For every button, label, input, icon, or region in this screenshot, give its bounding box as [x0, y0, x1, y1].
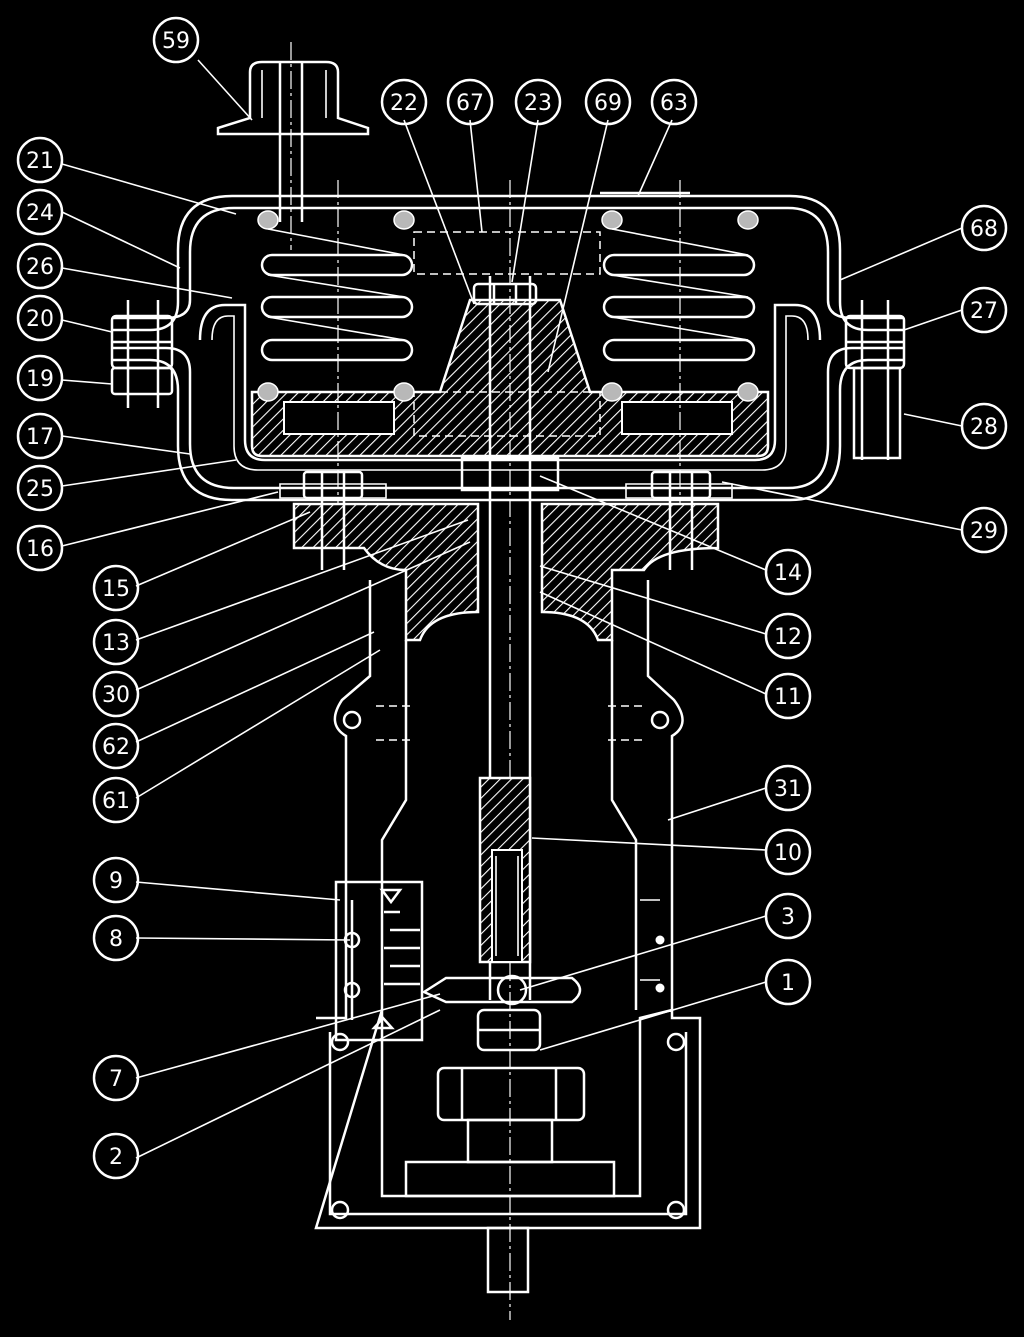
svg-text:67: 67 [456, 91, 484, 116]
balloon-23: 23 [514, 78, 562, 126]
leader-lines [61, 59, 963, 1159]
casing-bolt-left [110, 300, 174, 408]
svg-text:9: 9 [109, 869, 123, 894]
breather-cap [216, 42, 370, 250]
balloon-16: 16 [16, 524, 64, 572]
yoke-cap-screws [279, 470, 733, 570]
balloon-31: 31 [764, 764, 812, 812]
svg-text:1: 1 [781, 971, 795, 996]
spring-right [601, 180, 759, 520]
balloon-28: 28 [960, 402, 1008, 450]
svg-text:62: 62 [102, 735, 130, 760]
balloon-15: 15 [92, 564, 140, 612]
svg-text:21: 21 [26, 149, 54, 174]
svg-text:23: 23 [524, 91, 552, 116]
balloon-30: 30 [92, 670, 140, 718]
balloon-26: 26 [16, 242, 64, 290]
balloon-7: 7 [92, 1054, 140, 1102]
svg-text:11: 11 [774, 685, 802, 710]
balloon-27: 27 [960, 286, 1008, 334]
balloon-14: 14 [764, 548, 812, 596]
spring-left [257, 180, 415, 520]
svg-text:26: 26 [26, 255, 54, 280]
balloon-21: 21 [16, 136, 64, 184]
travel-stop-dashed [413, 231, 601, 437]
balloon-13: 13 [92, 618, 140, 666]
balloon-11: 11 [764, 672, 812, 720]
balloon-9: 9 [92, 856, 140, 904]
balloon-20: 20 [16, 294, 64, 342]
svg-text:22: 22 [390, 91, 418, 116]
actuator-stem [460, 180, 560, 1320]
svg-text:12: 12 [774, 625, 802, 650]
balloon-17: 17 [16, 412, 64, 460]
balloon-22: 22 [380, 78, 428, 126]
travel-indicator-plate [334, 880, 424, 1042]
balloon-19: 19 [16, 354, 64, 402]
yoke-arms [333, 580, 684, 1010]
balloon-3: 3 [764, 892, 812, 940]
balloon-8: 8 [92, 914, 140, 962]
svg-text:24: 24 [26, 201, 54, 226]
svg-text:16: 16 [26, 537, 54, 562]
travel-pointer [421, 974, 582, 1006]
svg-text:7: 7 [109, 1067, 123, 1092]
svg-text:63: 63 [660, 91, 688, 116]
balloon-24: 24 [16, 188, 64, 236]
lower-diaphragm-casing [112, 346, 904, 502]
balloon-12: 12 [764, 612, 812, 660]
balloon-67: 67 [446, 78, 494, 126]
svg-text:2: 2 [109, 1145, 123, 1170]
svg-text:68: 68 [970, 217, 998, 242]
balloon-61: 61 [92, 776, 140, 824]
svg-text:25: 25 [26, 477, 54, 502]
balloon-1: 1 [764, 958, 812, 1006]
svg-text:61: 61 [102, 789, 130, 814]
balloon-69: 69 [584, 78, 632, 126]
svg-text:29: 29 [970, 519, 998, 544]
svg-text:19: 19 [26, 367, 54, 392]
upper-diaphragm-casing [112, 191, 904, 332]
svg-text:3: 3 [781, 905, 795, 930]
svg-text:30: 30 [102, 683, 130, 708]
balloon-59: 59 [152, 16, 200, 64]
svg-text:69: 69 [594, 91, 622, 116]
svg-text:10: 10 [774, 841, 802, 866]
svg-text:28: 28 [970, 415, 998, 440]
balloon-62: 62 [92, 722, 140, 770]
svg-text:31: 31 [774, 777, 802, 802]
svg-text:15: 15 [102, 577, 130, 602]
stem-nut [472, 282, 538, 306]
svg-text:20: 20 [26, 307, 54, 332]
balloon-10: 10 [764, 828, 812, 876]
svg-text:17: 17 [26, 425, 54, 450]
balloon-29: 29 [960, 506, 1008, 554]
svg-text:27: 27 [970, 299, 998, 324]
balloon-68: 68 [960, 204, 1008, 252]
svg-text:13: 13 [102, 631, 130, 656]
stem-connector [436, 1008, 586, 1294]
balloon-63: 63 [650, 78, 698, 126]
casing-bolt-right [844, 300, 906, 460]
svg-text:14: 14 [774, 561, 802, 586]
balloon-25: 25 [16, 464, 64, 512]
svg-text:8: 8 [109, 927, 123, 952]
balloon-2: 2 [92, 1132, 140, 1180]
svg-text:59: 59 [162, 29, 190, 54]
